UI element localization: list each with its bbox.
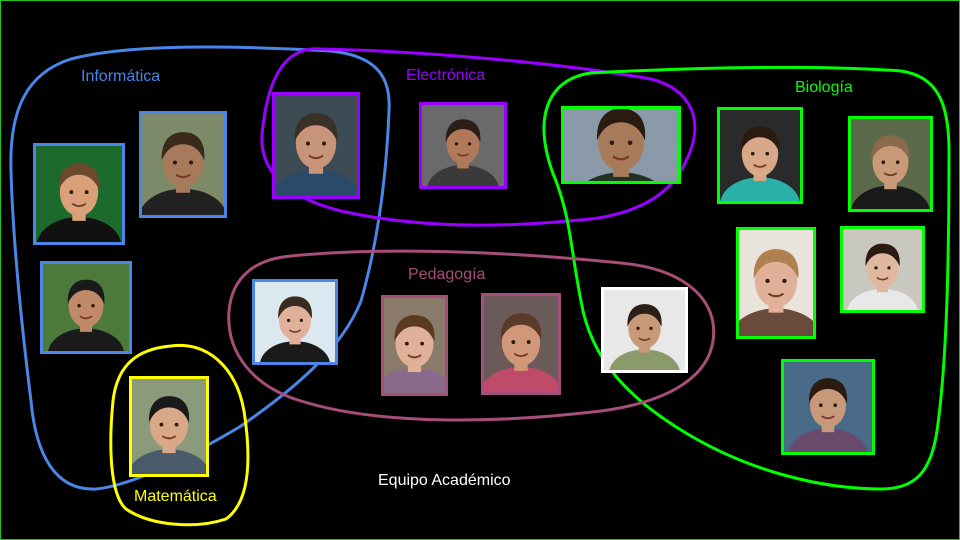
portrait-image: [720, 110, 800, 201]
slide-title: Equipo Académico: [378, 472, 511, 489]
outline-matematica: [109, 343, 250, 527]
portrait-image: [132, 379, 206, 474]
member-photo: [561, 106, 681, 184]
label-biologia: Biología: [795, 79, 853, 96]
member-photo: [252, 279, 338, 365]
member-photo: [840, 226, 925, 313]
outline-electronica: [260, 47, 697, 227]
portrait-image: [142, 114, 224, 215]
member-photo: [781, 359, 875, 455]
portrait-image: [384, 298, 445, 393]
member-photo: [129, 376, 209, 477]
portrait-image: [739, 230, 813, 336]
portrait-image: [255, 282, 335, 362]
member-photo: [848, 116, 933, 212]
outline-informatica: [9, 45, 391, 491]
portrait-image: [843, 229, 922, 310]
outline-biologia: [542, 65, 951, 491]
portrait-image: [484, 296, 558, 392]
label-pedagogia: Pedagogía: [408, 266, 486, 283]
member-photo: [33, 143, 125, 245]
portrait-image: [851, 119, 930, 209]
label-electronica: Electrónica: [406, 67, 486, 84]
member-photo: [139, 111, 227, 218]
portrait-image: [564, 109, 678, 181]
portrait-image: [784, 362, 872, 452]
label-matematica: Matemática: [134, 488, 217, 505]
member-photo: [601, 287, 688, 373]
member-photo: [381, 295, 448, 396]
portrait-image: [275, 95, 357, 196]
portrait-image: [43, 264, 129, 351]
member-photo: [272, 92, 360, 199]
outline-pedagogia: [227, 249, 716, 422]
member-photo: [736, 227, 816, 339]
label-informatica: Informática: [81, 68, 161, 85]
portrait-image: [422, 105, 504, 186]
member-photo: [481, 293, 561, 395]
member-photo: [419, 102, 507, 189]
portrait-image: [36, 146, 122, 242]
member-photo: [717, 107, 803, 204]
member-photo: [40, 261, 132, 354]
portrait-image: [604, 290, 685, 370]
